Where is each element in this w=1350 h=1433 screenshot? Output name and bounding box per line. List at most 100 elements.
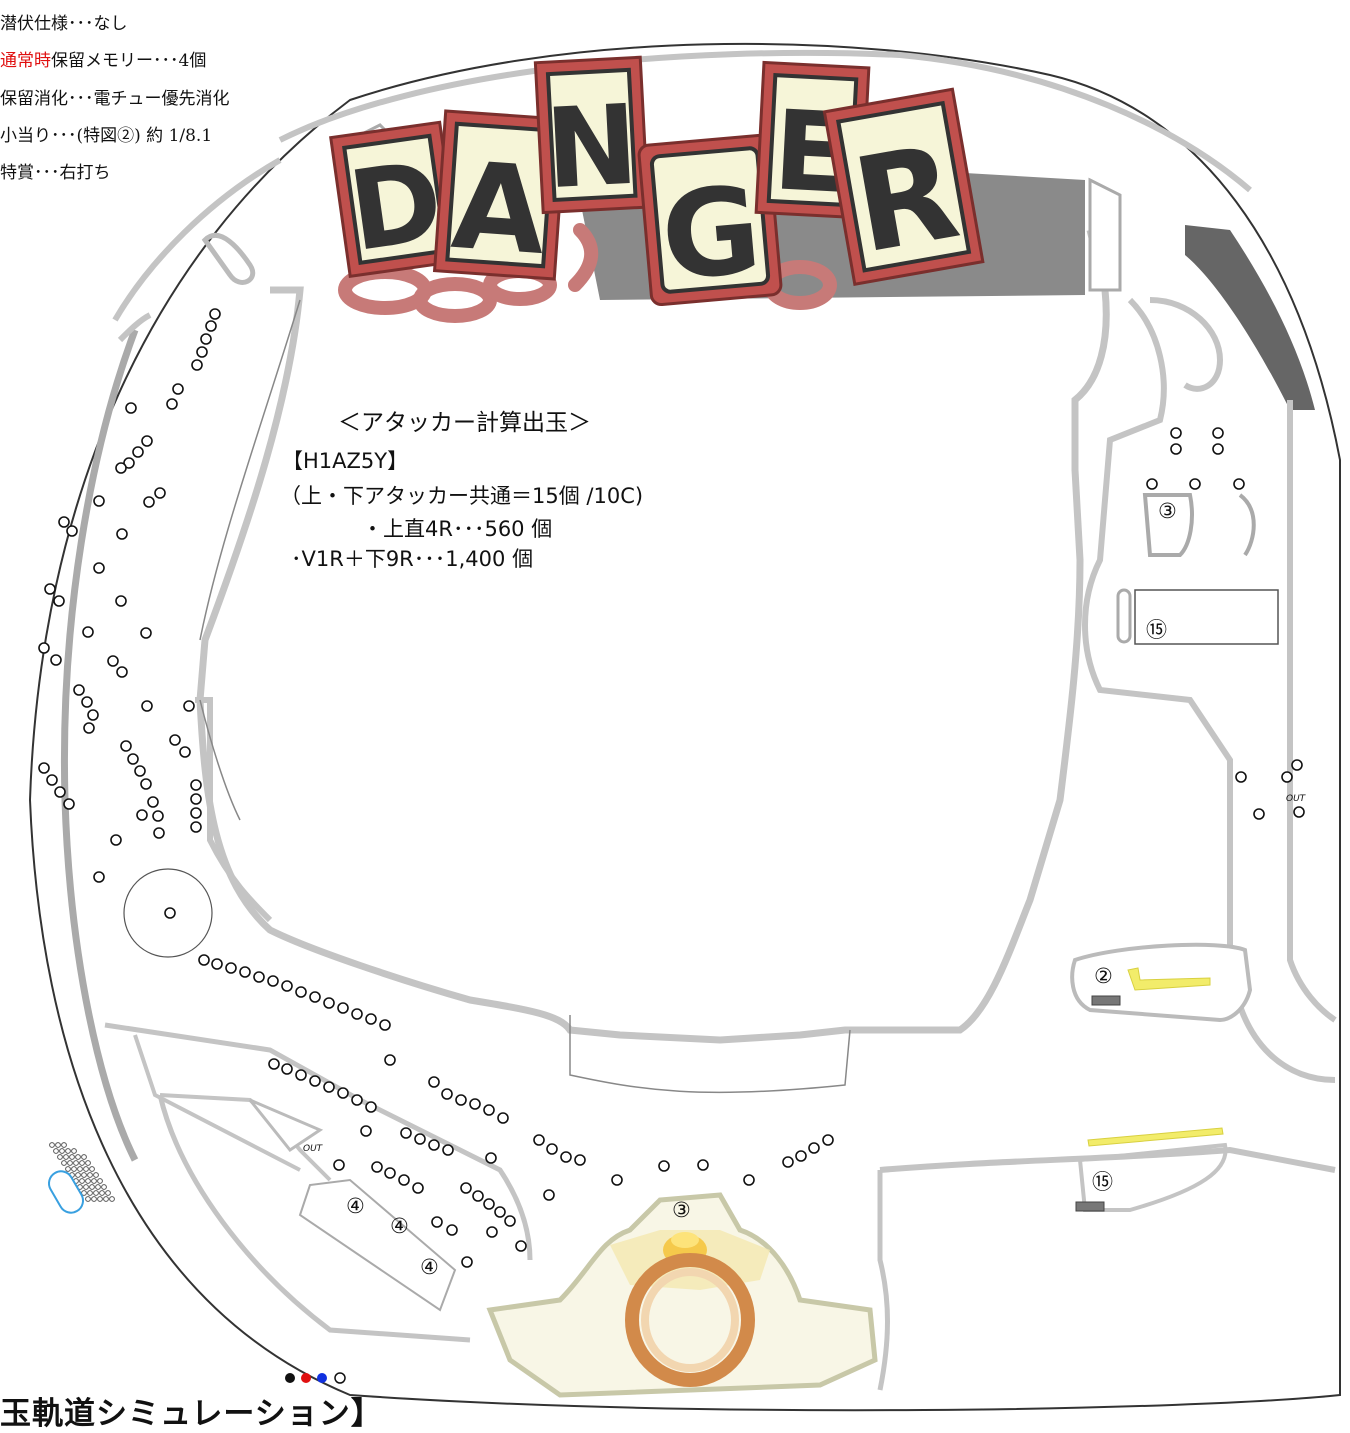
nail-pin (115, 462, 127, 474)
sample-ball (57, 1154, 63, 1160)
nail-pin (198, 954, 210, 966)
nail-pin (152, 810, 164, 822)
upper-rail (278, 49, 1252, 193)
sample-ball (85, 1178, 91, 1184)
board-outline (28, 42, 1341, 1412)
nail-pin (190, 779, 202, 791)
nail-pin (239, 966, 251, 978)
ball-color-legend (285, 1372, 346, 1384)
nail-pin (1293, 806, 1305, 818)
nail-pin (446, 1224, 458, 1236)
sample-ball (79, 1160, 85, 1166)
nail-pin (533, 1134, 545, 1146)
nail-pin (295, 1069, 307, 1081)
nail-pin (87, 709, 99, 721)
nail-pin (73, 684, 85, 696)
nail-pins (38, 308, 1305, 1268)
nail-pin (140, 778, 152, 790)
sample-ball (81, 1172, 87, 1178)
sample-ball (91, 1178, 97, 1184)
nail-pin (107, 655, 119, 667)
nail-pin (116, 528, 128, 540)
sample-ball (69, 1154, 75, 1160)
nail-pin (110, 834, 122, 846)
ball-sample-cluster (48, 1142, 115, 1214)
sample-ball (101, 1184, 107, 1190)
label-3-upper: ③ (1158, 499, 1177, 523)
nail-pin (143, 496, 155, 508)
nail-pin (414, 1133, 426, 1145)
sample-ball (73, 1160, 79, 1166)
nail-pin (211, 958, 223, 970)
nail-pin (209, 308, 221, 320)
nail-pin (351, 1008, 363, 1020)
nail-pin (190, 807, 202, 819)
nail-pin (472, 1190, 484, 1202)
nail-pin (125, 402, 137, 414)
spec-hold-consume: 保留消化･･･電チュー優先消化 (0, 89, 230, 109)
nail-pin (295, 986, 307, 998)
nail-pin (441, 1088, 453, 1100)
svg-text:D: D (342, 137, 450, 276)
nail-pin (515, 1240, 527, 1252)
nail-pin (58, 516, 70, 528)
footer-title: 玉軌道シミュレーション】 (0, 1396, 383, 1432)
nail-pin (38, 642, 50, 654)
nail-pin (1212, 427, 1224, 439)
e-tulip-gate (1091, 995, 1121, 1006)
nail-pin (469, 1098, 481, 1110)
sample-ball (77, 1166, 83, 1172)
sample-ball (71, 1166, 77, 1172)
sample-ball (75, 1154, 81, 1160)
spec-hold-memory: 通常時保留メモリー･･･4個 (0, 51, 207, 71)
nail-pin (164, 907, 176, 919)
nail-pin (281, 980, 293, 992)
nail-pin (1253, 808, 1265, 820)
sample-ball (63, 1154, 69, 1160)
spec-special-prize: 特賞･･･右打ち (0, 163, 111, 183)
sample-ball (81, 1190, 87, 1196)
nail-pin (461, 1256, 473, 1268)
label-4c: ④ (420, 1255, 439, 1279)
nail-pin (351, 1094, 363, 1106)
sample-ball (61, 1142, 67, 1148)
spec-stealth: 潜伏仕様･･･なし (0, 14, 128, 34)
sample-ball (83, 1184, 89, 1190)
nail-pin (225, 962, 237, 974)
nail-pin (169, 734, 181, 746)
nail-pin (371, 1161, 383, 1173)
nail-pin (543, 1189, 555, 1201)
sample-ball (93, 1190, 99, 1196)
nail-pin (379, 1019, 391, 1031)
spec-normal-label: 通常時 (0, 51, 51, 71)
nail-pin (460, 1182, 472, 1194)
lower-attacker-yellow (1087, 1127, 1224, 1147)
sample-ball (93, 1172, 99, 1178)
nail-pin (253, 971, 265, 983)
svg-text:N: N (543, 81, 642, 214)
nail-pin (1281, 771, 1293, 783)
nail-pin (179, 746, 191, 758)
nail-pin (442, 1144, 454, 1156)
nail-pin (46, 774, 58, 786)
sample-ball (61, 1160, 67, 1166)
sample-ball (105, 1190, 111, 1196)
nail-pin (66, 525, 78, 537)
nail-pin (611, 1174, 623, 1186)
danger-logo: D A N G E R (329, 55, 985, 323)
nail-pin (140, 627, 152, 639)
nail-pin (743, 1174, 755, 1186)
nail-pin (323, 1081, 335, 1093)
nail-pin (485, 1152, 497, 1164)
nail-pin (38, 762, 50, 774)
nail-pin (154, 487, 166, 499)
nail-pin (191, 359, 203, 371)
nail-pin (127, 753, 139, 765)
sample-ball (79, 1178, 85, 1184)
nail-pin (82, 626, 94, 638)
nail-pin (323, 997, 335, 1009)
nail-pin (428, 1139, 440, 1151)
nail-pin (123, 457, 135, 469)
start-chucker-frame (486, 1192, 878, 1398)
